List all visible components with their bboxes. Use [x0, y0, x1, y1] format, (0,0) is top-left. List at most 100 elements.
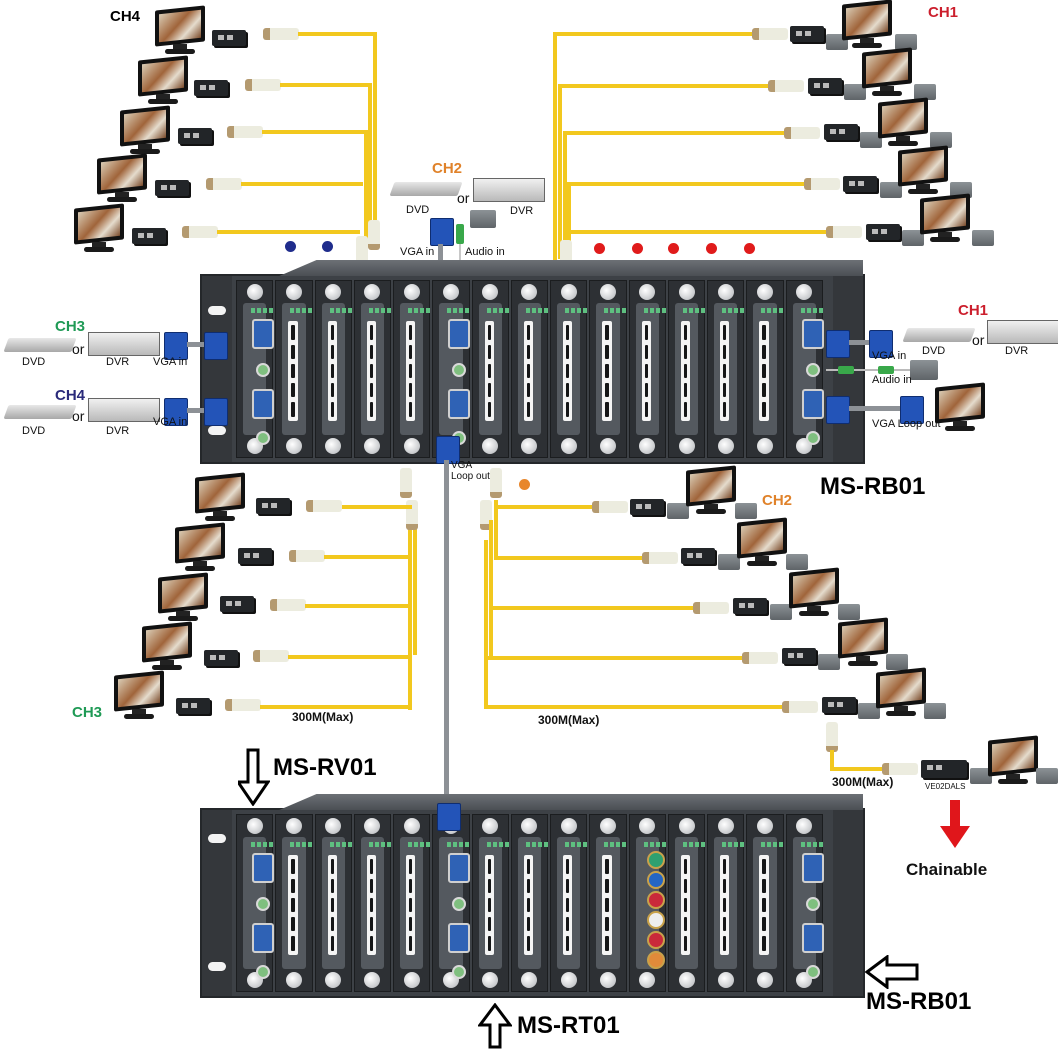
rj45-port[interactable]: [487, 916, 491, 932]
rj45-port[interactable]: [683, 363, 688, 379]
rj45-port[interactable]: [487, 363, 491, 379]
rj45-port[interactable]: [644, 363, 648, 379]
rj45-port[interactable]: [369, 859, 374, 874]
rj45-port[interactable]: [409, 363, 413, 379]
vga-port[interactable]: [448, 853, 471, 883]
rj45-port[interactable]: [762, 382, 766, 398]
rj45-port[interactable]: [723, 325, 727, 340]
vga-port[interactable]: [801, 319, 824, 349]
rj45-port[interactable]: [762, 363, 766, 379]
rj45-port[interactable]: [605, 382, 609, 398]
rj45-port[interactable]: [526, 325, 531, 340]
rca-jack[interactable]: [646, 851, 665, 869]
rj45-port[interactable]: [526, 897, 531, 913]
rj45-port[interactable]: [762, 878, 766, 893]
rj45-port[interactable]: [409, 897, 413, 913]
rj45-port[interactable]: [566, 897, 570, 913]
vga-port[interactable]: [448, 389, 471, 419]
rj45-port[interactable]: [723, 916, 727, 932]
rj45-port[interactable]: [683, 897, 688, 913]
audio-jack[interactable]: [256, 363, 270, 377]
rj45-port[interactable]: [526, 382, 531, 398]
rj45-port[interactable]: [526, 363, 531, 379]
rca-jack[interactable]: [646, 871, 665, 889]
rca-jack[interactable]: [646, 951, 665, 969]
audio-jack[interactable]: [452, 965, 467, 979]
rj45-port[interactable]: [330, 325, 334, 340]
rj45-port[interactable]: [330, 344, 334, 359]
rj45-port[interactable]: [369, 363, 374, 379]
rj45-port[interactable]: [291, 916, 295, 932]
rj45-port[interactable]: [723, 363, 727, 379]
rj45-port[interactable]: [605, 936, 609, 951]
rca-jack[interactable]: [646, 931, 665, 949]
vga-port[interactable]: [252, 923, 274, 953]
rj45-port[interactable]: [487, 402, 491, 417]
rj45-port[interactable]: [566, 402, 570, 417]
rj45-port[interactable]: [605, 916, 609, 932]
rj45-port[interactable]: [409, 878, 413, 893]
rj45-port[interactable]: [526, 402, 531, 417]
rj45-port[interactable]: [330, 382, 334, 398]
rj45-port[interactable]: [409, 344, 413, 359]
audio-jack[interactable]: [805, 431, 820, 445]
rj45-port[interactable]: [566, 382, 570, 398]
rj45-port[interactable]: [683, 916, 688, 932]
rj45-port[interactable]: [291, 936, 295, 951]
rj45-port[interactable]: [291, 859, 295, 874]
rj45-port[interactable]: [644, 325, 648, 340]
rj45-port[interactable]: [566, 325, 570, 340]
vga-port[interactable]: [448, 923, 471, 953]
rj45-port[interactable]: [487, 859, 491, 874]
vga-port[interactable]: [448, 319, 471, 349]
rj45-port[interactable]: [723, 402, 727, 417]
rj45-port[interactable]: [409, 916, 413, 932]
rj45-port[interactable]: [762, 859, 766, 874]
vga-port[interactable]: [252, 853, 274, 883]
rj45-port[interactable]: [369, 402, 374, 417]
rj45-port[interactable]: [291, 344, 295, 359]
rj45-port[interactable]: [762, 936, 766, 951]
rca-jack[interactable]: [646, 911, 665, 929]
rj45-port[interactable]: [683, 402, 688, 417]
rj45-port[interactable]: [605, 344, 609, 359]
rj45-port[interactable]: [566, 363, 570, 379]
rj45-port[interactable]: [369, 878, 374, 893]
rj45-port[interactable]: [566, 936, 570, 951]
rj45-port[interactable]: [526, 878, 531, 893]
rj45-port[interactable]: [762, 916, 766, 932]
rj45-port[interactable]: [291, 325, 295, 340]
rj45-port[interactable]: [526, 859, 531, 874]
rj45-port[interactable]: [330, 936, 334, 951]
audio-jack[interactable]: [452, 897, 467, 911]
rj45-port[interactable]: [291, 897, 295, 913]
rj45-port[interactable]: [605, 878, 609, 893]
rj45-port[interactable]: [487, 344, 491, 359]
rj45-port[interactable]: [369, 344, 374, 359]
rj45-port[interactable]: [605, 402, 609, 417]
rj45-port[interactable]: [723, 344, 727, 359]
rj45-port[interactable]: [291, 402, 295, 417]
rj45-port[interactable]: [605, 325, 609, 340]
rj45-port[interactable]: [330, 916, 334, 932]
rj45-port[interactable]: [762, 344, 766, 359]
rj45-port[interactable]: [683, 859, 688, 874]
rj45-port[interactable]: [487, 936, 491, 951]
audio-jack[interactable]: [256, 965, 270, 979]
rj45-port[interactable]: [291, 382, 295, 398]
rj45-port[interactable]: [683, 878, 688, 893]
rj45-port[interactable]: [723, 936, 727, 951]
rj45-port[interactable]: [369, 916, 374, 932]
rj45-port[interactable]: [644, 402, 648, 417]
audio-jack[interactable]: [452, 363, 467, 377]
rj45-port[interactable]: [409, 936, 413, 951]
rj45-port[interactable]: [291, 363, 295, 379]
rj45-port[interactable]: [487, 897, 491, 913]
rj45-port[interactable]: [762, 897, 766, 913]
rj45-port[interactable]: [409, 382, 413, 398]
audio-jack[interactable]: [256, 431, 270, 445]
rj45-port[interactable]: [644, 344, 648, 359]
audio-jack[interactable]: [805, 897, 820, 911]
vga-port[interactable]: [801, 923, 824, 953]
rj45-port[interactable]: [762, 402, 766, 417]
